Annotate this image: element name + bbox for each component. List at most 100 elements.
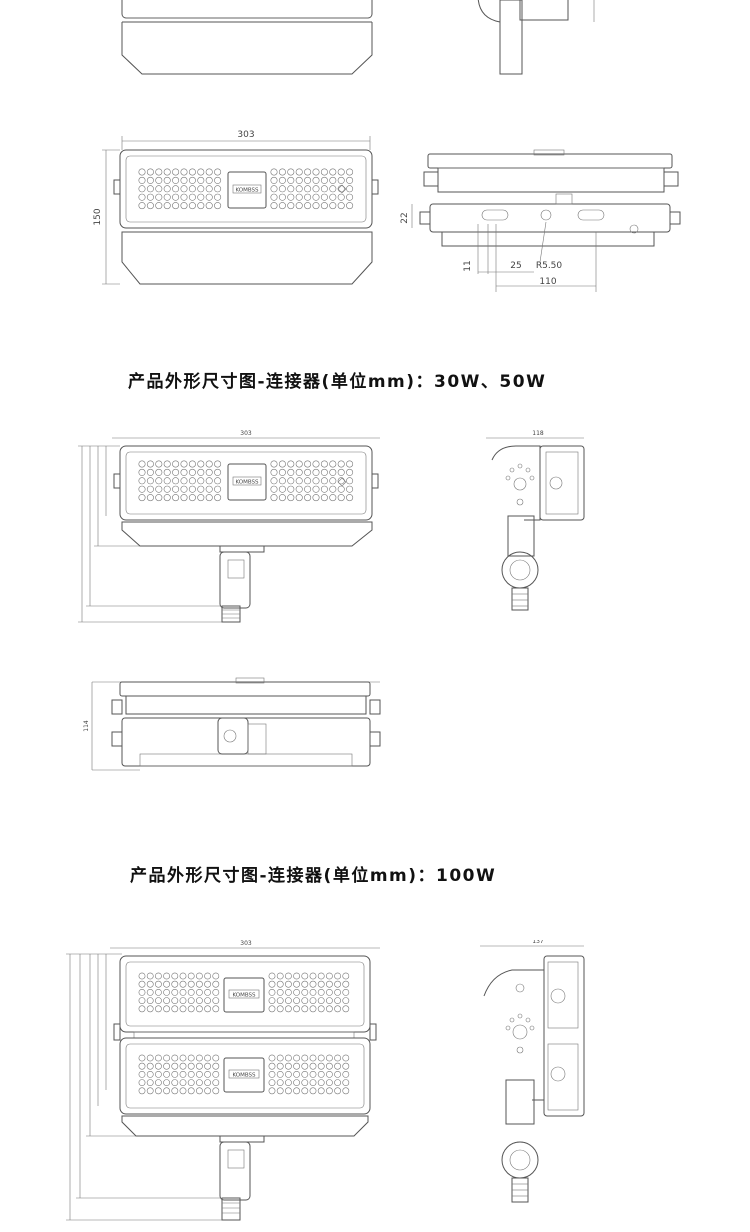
led-dot: [154, 1070, 162, 1078]
led-dot: [346, 477, 354, 485]
led-dot: [163, 980, 170, 988]
led-dot: [155, 168, 163, 176]
led-dot: [270, 477, 278, 485]
led-dot: [212, 1087, 220, 1095]
led-dot: [320, 468, 328, 476]
led-dot: [301, 989, 309, 996]
led-dot: [171, 980, 179, 988]
led-dot: [276, 1005, 284, 1013]
led-dot: [293, 989, 300, 996]
led-dot: [205, 460, 213, 468]
led-dot: [329, 193, 337, 201]
led-dot: [287, 494, 295, 502]
led-dot: [163, 1054, 170, 1062]
led-dot: [342, 1079, 350, 1086]
led-dot: [212, 1005, 220, 1013]
led-dot: [163, 168, 171, 176]
led-dot: [309, 1054, 317, 1062]
led-dot: [278, 460, 286, 468]
led-dot: [342, 972, 350, 980]
front-view-3: 303 KOMBSS KOMBSS: [66, 940, 380, 1221]
led-dot: [138, 1005, 146, 1013]
dim-side-2: 118: [532, 430, 544, 437]
led-dot: [204, 1054, 211, 1062]
led-dot: [146, 202, 154, 210]
dim-gap-1: 11: [463, 260, 473, 271]
led-dot: [163, 468, 171, 476]
led-dot: [204, 1062, 211, 1070]
led-dot: [325, 1062, 333, 1070]
led-dot: [287, 168, 295, 176]
led-dot: [212, 980, 220, 988]
led-dot: [304, 202, 312, 210]
led-dot: [204, 997, 211, 1004]
led-dot: [163, 193, 171, 201]
led-dot: [287, 176, 295, 184]
led-dot: [342, 989, 350, 996]
dimension-drawing-1: 303 150 KOMBSS: [93, 0, 681, 292]
led-dot: [346, 202, 354, 210]
led-dot: [317, 1079, 325, 1086]
led-dot: [138, 168, 146, 176]
led-dot: [171, 1062, 179, 1070]
led-dot: [312, 460, 320, 468]
led-dot: [287, 460, 295, 468]
led-dot: [179, 1062, 187, 1070]
led-dot: [309, 1070, 317, 1078]
led-dot: [287, 202, 295, 210]
led-dot: [284, 989, 292, 996]
led-dot: [180, 460, 188, 468]
led-dot: [154, 1005, 162, 1013]
led-dot: [138, 972, 146, 980]
led-dot: [146, 468, 154, 476]
led-dot: [325, 980, 333, 988]
led-dot: [146, 1070, 154, 1078]
led-dot: [138, 1070, 146, 1078]
led-dot: [205, 185, 213, 193]
led-dot: [304, 193, 312, 201]
logo-1: KOMBSS: [235, 188, 259, 194]
led-dot: [301, 1079, 309, 1086]
led-dot: [146, 485, 154, 493]
led-dot: [146, 1054, 154, 1062]
led-dot: [317, 1062, 325, 1070]
led-dot: [337, 460, 345, 468]
led-dot: [187, 997, 195, 1004]
led-dot: [180, 494, 188, 502]
led-dot: [172, 494, 180, 502]
led-dot: [188, 494, 196, 502]
led-dot: [204, 1087, 211, 1095]
led-dot: [312, 477, 320, 485]
led-dot: [146, 997, 154, 1004]
dimension-drawing-3: 303 KOMBSS KOMBSS: [66, 940, 585, 1221]
led-dot: [138, 485, 146, 493]
led-dot: [188, 485, 196, 493]
led-dot: [146, 989, 154, 996]
led-dot: [188, 185, 196, 193]
led-dot: [188, 477, 196, 485]
led-dot: [180, 485, 188, 493]
led-dot: [346, 494, 354, 502]
led-dot: [309, 997, 317, 1004]
led-array-left-3a: [138, 972, 220, 1013]
led-dot: [334, 1087, 341, 1095]
led-dot: [268, 1070, 276, 1078]
led-dot: [268, 980, 276, 988]
led-dot: [172, 202, 180, 210]
led-dot: [197, 193, 205, 201]
led-dot: [171, 1087, 179, 1095]
led-dot: [342, 1005, 350, 1013]
led-dot: [268, 989, 276, 996]
led-dot: [304, 468, 312, 476]
led-dot: [270, 494, 278, 502]
led-dot: [276, 972, 284, 980]
led-dot: [317, 972, 325, 980]
led-dot: [179, 989, 187, 996]
led-dot: [337, 485, 345, 493]
led-dot: [197, 477, 205, 485]
led-dot: [146, 1005, 154, 1013]
front-view-top-cut: [121, 0, 373, 75]
led-dot: [187, 1062, 195, 1070]
led-dot: [163, 460, 171, 468]
led-dot: [163, 176, 171, 184]
